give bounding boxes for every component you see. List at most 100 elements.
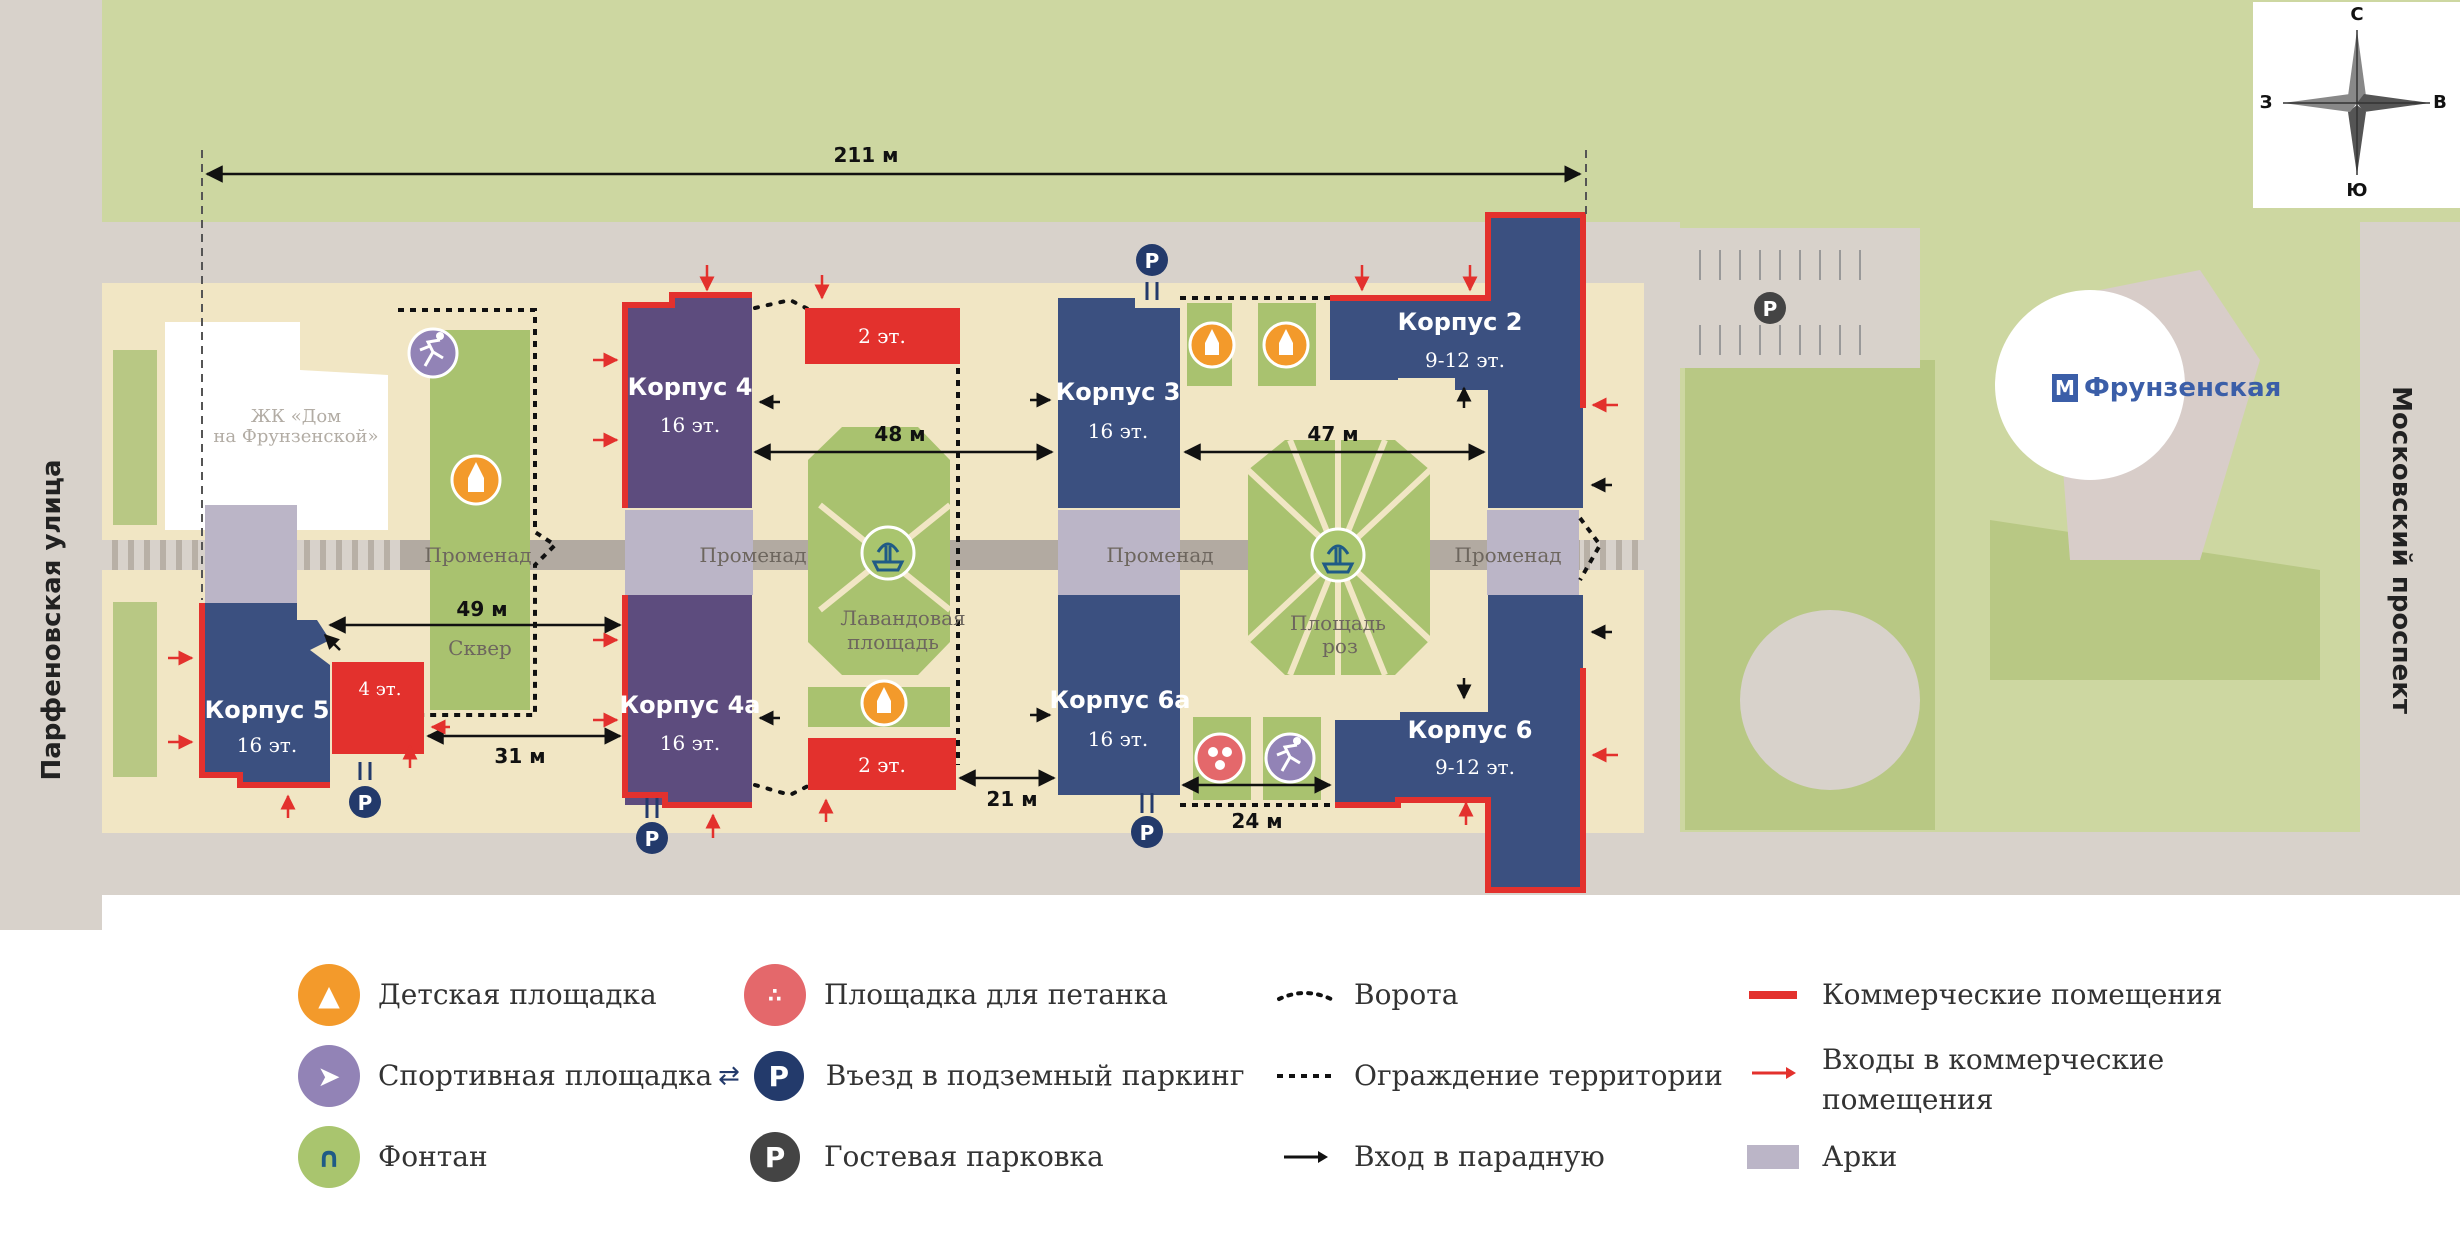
commercial-k5-4fl-b [332, 736, 424, 754]
k5-name: Корпус 5 [205, 696, 330, 724]
commercial-k5-4fl [332, 662, 424, 736]
legend-underground-parking: ⇄ P Въезд в подземный паркинг [718, 1043, 1245, 1109]
commercial-k4a [622, 595, 752, 808]
promenade-label-1: Променад [424, 543, 531, 567]
compass-south: Ю [2346, 180, 2367, 201]
metro-icon [2052, 374, 2078, 402]
lawn-left-1 [113, 350, 157, 525]
legend-fountain: ∩ Фонтан [296, 1124, 488, 1190]
promenade-label-2: Променад [699, 543, 806, 567]
svg-text:P: P [645, 827, 660, 851]
parking-ramp-arrows [358, 282, 1159, 818]
k5-floors: 16 эт. [237, 733, 297, 757]
legend-petanque: ∴ Площадка для петанка [742, 962, 1168, 1028]
k6-floors: 9-12 эт. [1435, 755, 1515, 779]
kids-playground-icon [1262, 321, 1310, 369]
sport-ground-icon [1264, 732, 1316, 784]
building-k3-group [1058, 298, 1180, 795]
legend-kids: ▲ Детская площадка [296, 962, 657, 1028]
fence-icon [1272, 1043, 1338, 1109]
c-top-floors: 2 эт. [858, 324, 906, 348]
fountain-icon: ∩ [296, 1124, 362, 1190]
lawn-left-2 [113, 602, 157, 777]
parfenovskaya-street [0, 0, 102, 930]
fountain-icon [860, 525, 916, 581]
c-bottom-floors: 2 эт. [858, 753, 906, 777]
building-k4-group [622, 292, 752, 808]
gates-icon [1272, 962, 1338, 1028]
park-north [102, 0, 2460, 222]
extension-lines [201, 150, 1587, 600]
kids-playground-icon [860, 679, 908, 727]
building-k2-group [1330, 212, 1586, 893]
legend-arches: Арки [1740, 1124, 1897, 1190]
dim-211: 211 м [833, 143, 898, 167]
kids-playground-icon: ▲ [296, 962, 362, 1028]
legend-commercial-entry-line2: помещения [1822, 1083, 1994, 1116]
commercial-line-icon [1740, 962, 1806, 1028]
guest-parking-area [1650, 228, 1920, 368]
arrow-right-icon [1272, 1124, 1338, 1190]
underground-parking-icon: P [1136, 244, 1168, 276]
dim-21: 21 м [986, 787, 1037, 811]
sport-ground-icon [407, 327, 459, 379]
k4-floors: 16 эт. [660, 413, 720, 437]
lavender-label-2: площадь [847, 630, 939, 654]
square-lawn [430, 330, 530, 710]
underground-parking-icon: P [636, 822, 668, 854]
building-k5 [202, 603, 330, 785]
arch-k2 [1487, 510, 1579, 595]
building-k5-group [199, 603, 424, 788]
promenade-label-3: Променад [1106, 543, 1213, 567]
promenade-label-4: Променад [1454, 543, 1561, 567]
arch-swatch-icon [1740, 1124, 1806, 1190]
arrow-right-red-icon [1740, 1040, 1806, 1106]
legend-background [0, 930, 2460, 1236]
compass-west: З [2260, 92, 2273, 113]
dim-47: 47 м [1307, 422, 1358, 446]
legend-sport: ➤ Спортивная площадка [296, 1043, 712, 1109]
dim-24: 24 м [1231, 809, 1282, 833]
lobby-entrance-arrows [323, 386, 1612, 726]
underground-parking-icon: P [349, 786, 381, 818]
arch-k3 [1058, 510, 1180, 595]
fountain-icon [1310, 527, 1366, 583]
existing-building-line2: на Фрунзенской» [213, 426, 378, 447]
legend-gates: Ворота [1272, 962, 1458, 1028]
arch-k4 [625, 510, 753, 595]
building-k2 [1330, 215, 1583, 508]
kids-playground-icon [1188, 321, 1236, 369]
dim-49: 49 м [456, 597, 507, 621]
metro-circle [1995, 290, 2185, 480]
building-k4a [625, 595, 752, 805]
commercial-k5 [199, 603, 330, 788]
ramp-arrows-icon: ⇄ [718, 1061, 740, 1091]
petanque-icon: ∴ [742, 962, 808, 1028]
square-label: Сквер [448, 636, 512, 660]
k6a-name: Корпус 6а [1050, 686, 1191, 714]
roses-label-2: роз [1322, 634, 1358, 658]
k3-name: Корпус 3 [1056, 378, 1181, 406]
legend-entrance: Вход в парадную [1272, 1124, 1605, 1190]
commercial-2fl-top [805, 308, 960, 364]
dim-31: 31 м [494, 744, 545, 768]
arch-k5 [205, 505, 297, 605]
lavender-label-1: Лавандовая [840, 606, 965, 630]
street-parfenovskaya: Парфеновская улица [37, 459, 67, 780]
dim-48: 48 м [874, 422, 925, 446]
svg-text:P: P [358, 791, 373, 815]
parking-lines [1699, 250, 1861, 355]
k2-name: Корпус 2 [1398, 308, 1523, 336]
compass-north: С [2350, 4, 2363, 25]
underground-parking-icon: P [746, 1043, 812, 1109]
street-moskovsky: Московский проспект [2386, 386, 2416, 714]
guest-parking-icon: P [742, 1124, 808, 1190]
bottom-white [102, 895, 2460, 935]
building-k3 [1058, 298, 1180, 508]
compass-rose-icon [2283, 30, 2430, 175]
legend-commercial-entry-line1: Входы в коммерческие [1822, 1043, 2165, 1076]
svg-text:P: P [1145, 249, 1160, 273]
existing-building-line1: ЖК «Дом [251, 406, 341, 427]
